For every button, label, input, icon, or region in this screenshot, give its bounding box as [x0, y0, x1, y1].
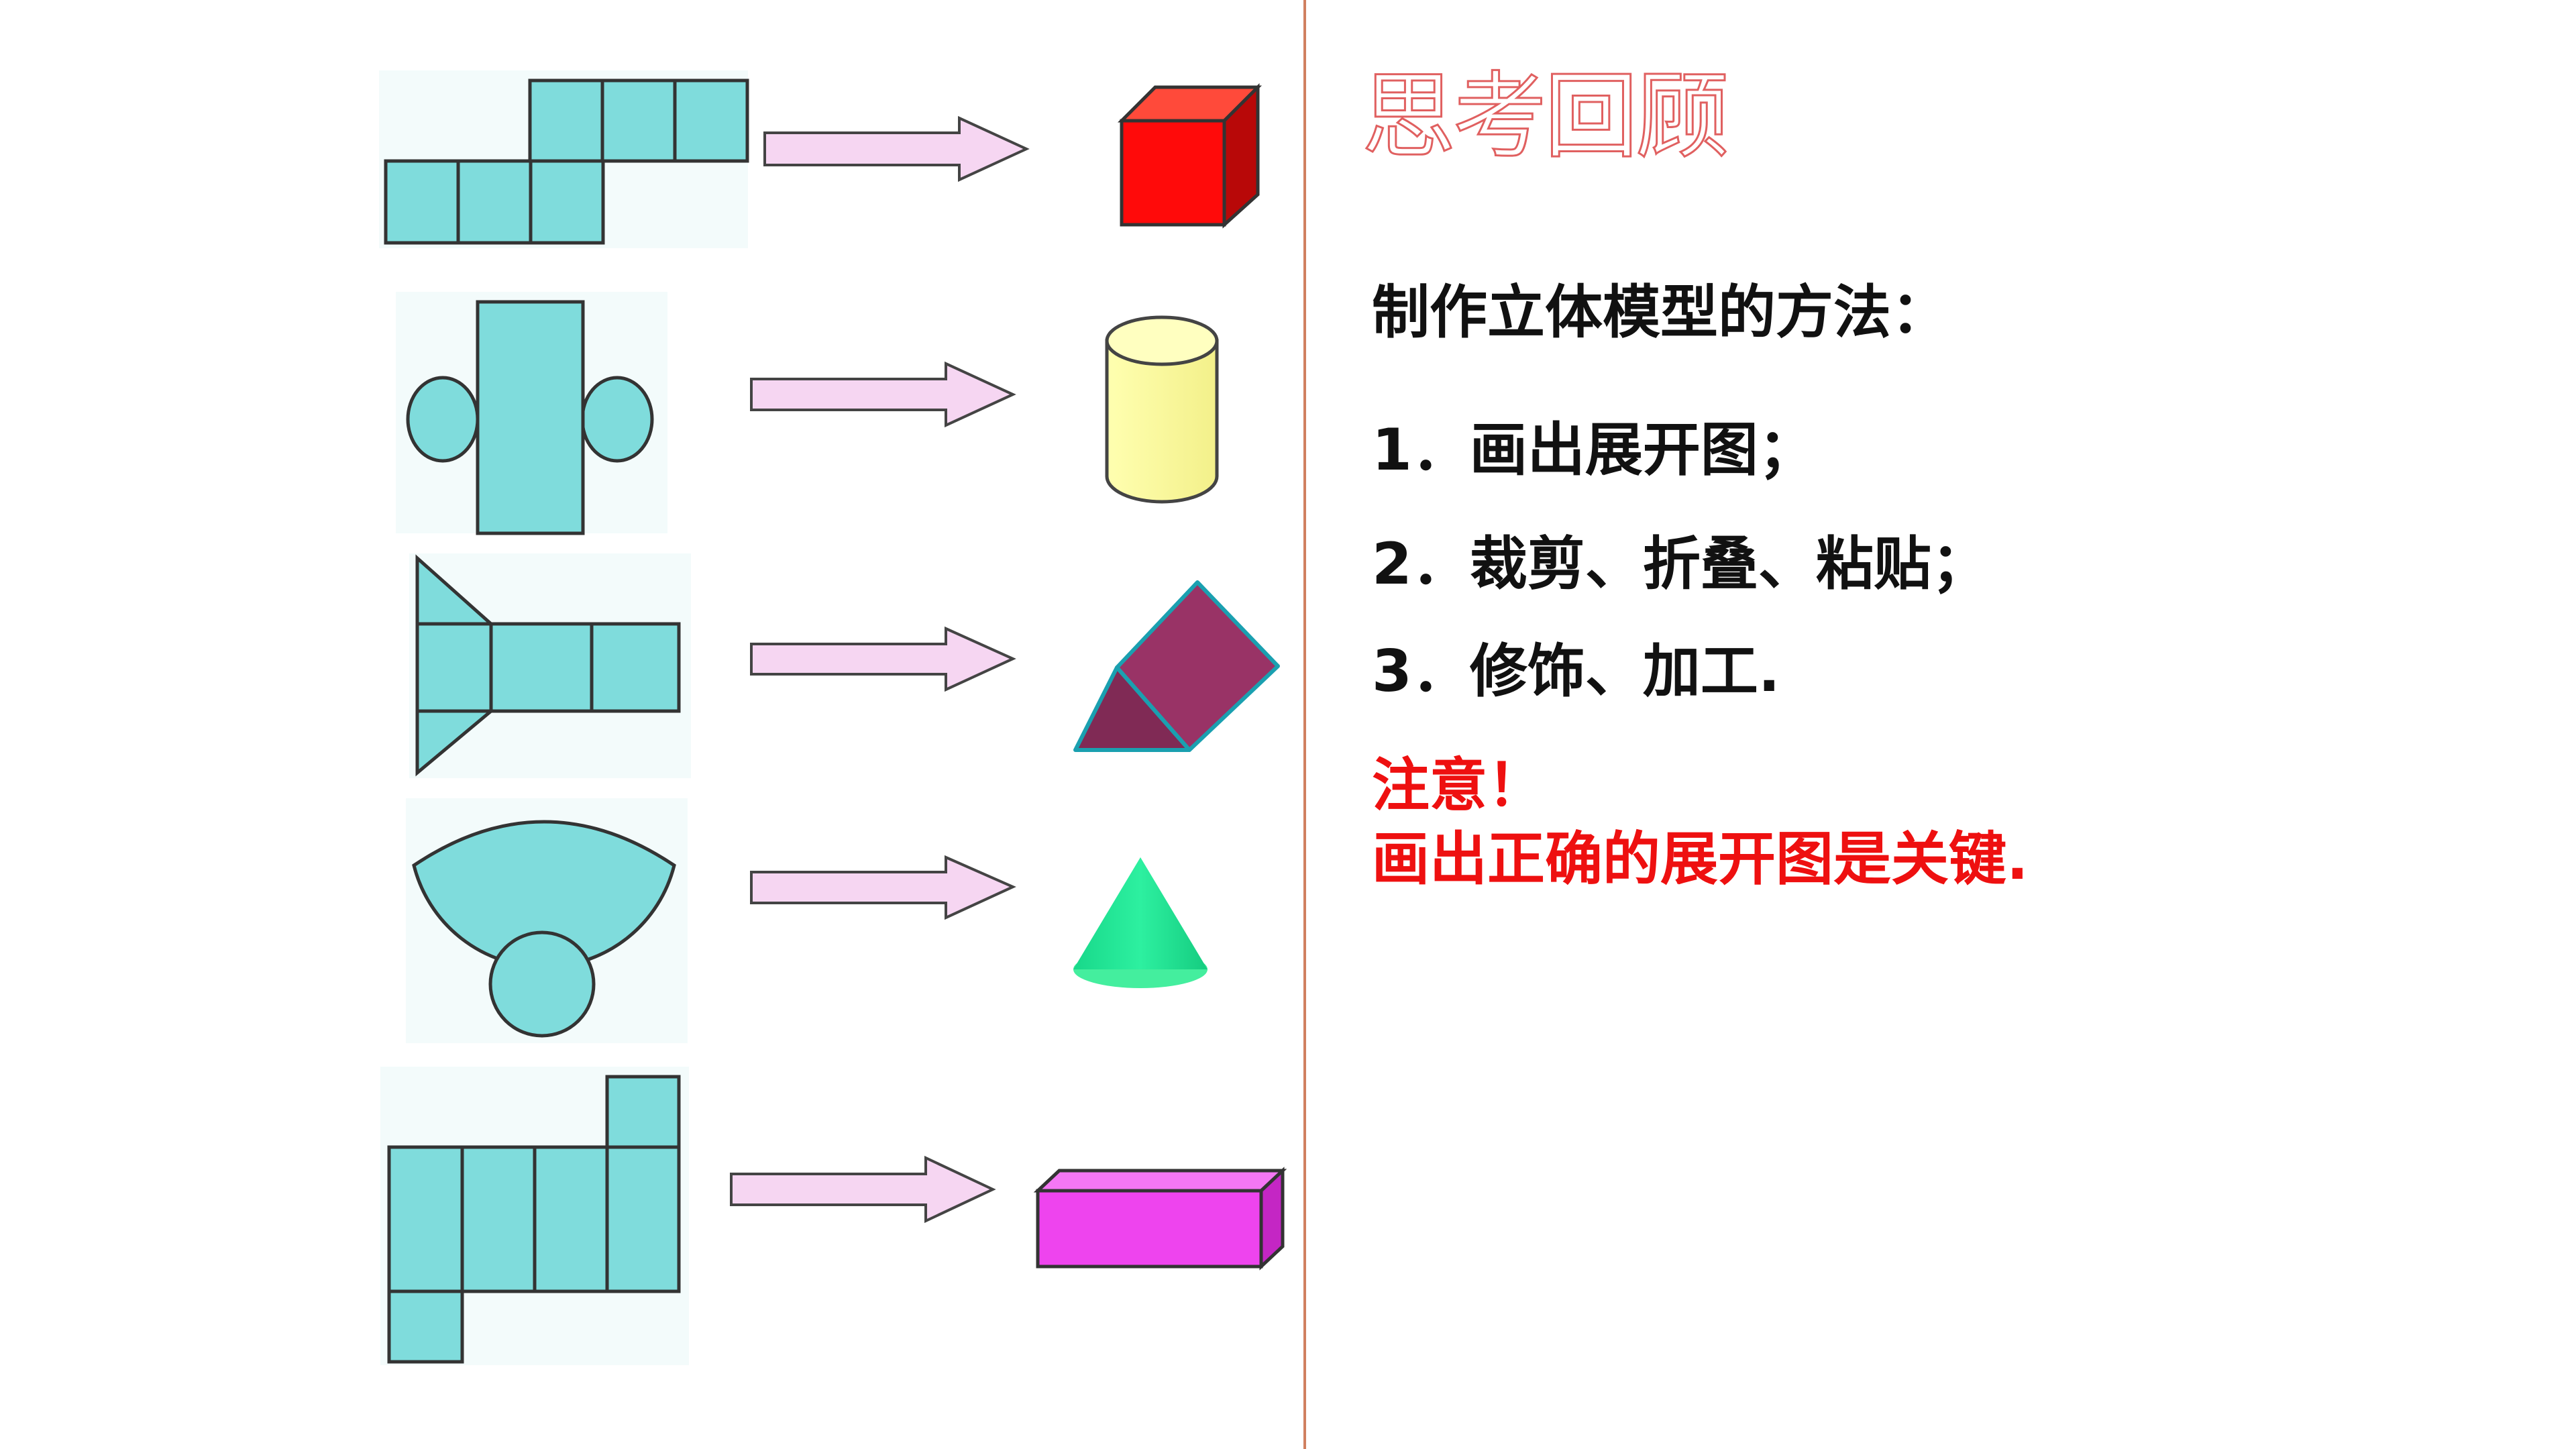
step-3: 3．修饰、加工. — [1372, 638, 1780, 705]
cuboid-solid — [1033, 1167, 1287, 1271]
cylinder-solid — [1105, 315, 1219, 504]
triangular-prism-solid — [1073, 580, 1280, 752]
arrow-4 — [750, 855, 1016, 920]
step-2: 2．裁剪、折叠、粘贴； — [1372, 531, 1989, 598]
arrow-5 — [730, 1155, 996, 1224]
triangular-prism-net — [409, 553, 691, 778]
note-label: 注意！ — [1372, 752, 1545, 819]
arrow-2 — [750, 361, 1016, 428]
method-heading: 制作立体模型的方法： — [1372, 279, 1949, 346]
cylinder-net — [396, 292, 667, 535]
title-heading: 思考回顾 — [1362, 62, 1727, 172]
cube-solid — [1117, 83, 1263, 229]
step-1: 1．画出展开图； — [1372, 417, 1816, 484]
note-text: 画出正确的展开图是关键. — [1372, 826, 2029, 893]
arrow-3 — [750, 626, 1016, 692]
cone-solid — [1073, 857, 1208, 988]
cuboid-net — [380, 1067, 689, 1365]
cone-net — [406, 798, 688, 1043]
arrow-1 — [763, 115, 1030, 182]
cube-net — [379, 70, 749, 248]
